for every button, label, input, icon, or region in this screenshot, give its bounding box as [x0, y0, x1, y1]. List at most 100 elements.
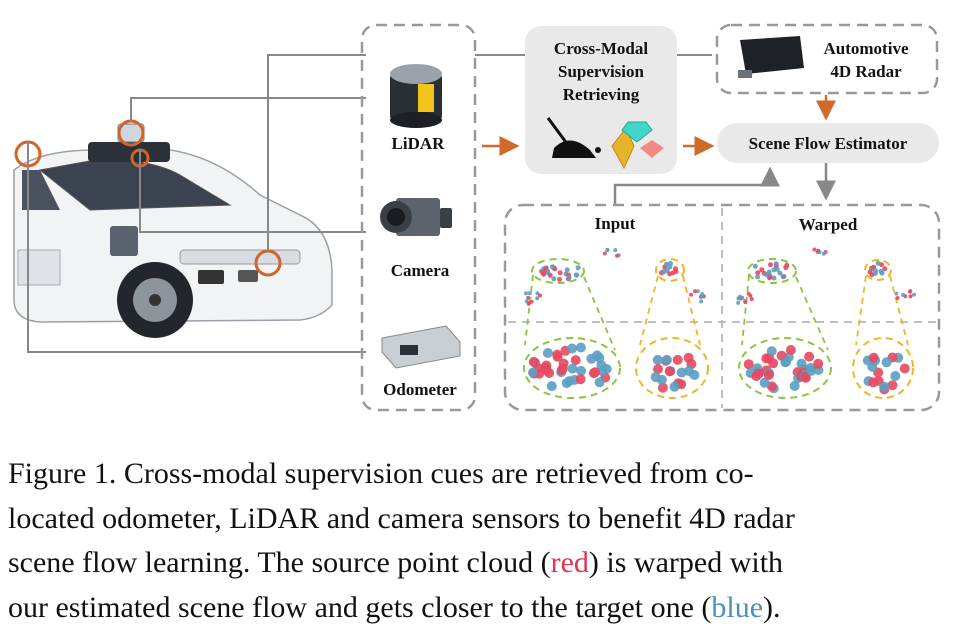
input-point	[664, 366, 675, 377]
warped-point	[743, 359, 754, 370]
caption-blue-word: blue	[711, 590, 764, 624]
input-top-green-ellipse	[531, 258, 585, 284]
caption-line-3-start: scene flow learning. The source point cl…	[8, 546, 551, 579]
warped-point	[868, 377, 879, 388]
warped-point	[771, 275, 777, 281]
warped-point	[738, 294, 742, 299]
input-point	[552, 351, 563, 362]
arrow-input-to-estimator	[613, 166, 780, 205]
zoom-guide-lines	[524, 274, 909, 351]
warped-point	[736, 300, 741, 305]
input-point	[689, 370, 700, 380]
warped-point	[873, 268, 878, 274]
vehicle-illustration	[13, 119, 333, 338]
input-point	[602, 251, 607, 256]
camera-icon	[380, 198, 452, 236]
warped-point	[785, 345, 796, 355]
input-point	[538, 293, 542, 298]
input-point	[653, 364, 663, 375]
gem-icon	[611, 121, 664, 170]
input-panel-title: Input	[595, 214, 636, 233]
input-point	[575, 342, 586, 353]
warped-point	[878, 268, 884, 274]
input-point	[575, 374, 586, 385]
warped-point	[812, 247, 817, 252]
warped-point	[887, 380, 898, 391]
input-point	[529, 299, 534, 304]
cross-modal-line-2: Supervision	[558, 62, 645, 81]
input-point	[542, 348, 553, 358]
input-point	[564, 267, 570, 273]
scene-flow-estimator-label: Scene Flow Estimator	[749, 134, 908, 153]
radar-icon	[738, 36, 804, 78]
input-bottom-yellow-ellipse	[635, 337, 709, 399]
warped-top-yellow-ellipse	[864, 259, 892, 281]
warped-point	[813, 358, 824, 369]
warped-point	[755, 270, 761, 276]
input-point	[664, 261, 670, 267]
warped-point	[908, 289, 912, 294]
caption-line-1: Figure 1. Cross-modal supervision cues a…	[8, 457, 754, 490]
input-point	[526, 295, 531, 300]
warped-point	[867, 269, 873, 275]
figure-caption: Figure 1. Cross-modal supervision cues a…	[8, 452, 958, 630]
input-point	[652, 354, 663, 365]
input-point	[693, 289, 697, 294]
warped-point	[879, 381, 890, 392]
warped-point	[796, 358, 807, 369]
radar-box	[715, 23, 939, 95]
input-point	[575, 265, 581, 271]
input-point	[661, 354, 672, 365]
input-point	[673, 266, 678, 272]
warped-point	[751, 371, 762, 381]
warped-point	[780, 274, 786, 280]
input-point	[545, 269, 550, 275]
input-point	[524, 291, 528, 296]
warped-point	[771, 267, 777, 273]
input-point	[672, 354, 683, 365]
warped-point	[899, 363, 910, 374]
caption-red-word: red	[550, 546, 589, 579]
point-cloud-panel	[503, 203, 941, 412]
input-point	[695, 289, 700, 294]
warped-point	[768, 262, 773, 268]
warped-point	[890, 371, 901, 381]
input-point	[550, 264, 555, 270]
warped-point	[759, 267, 765, 273]
odometer-label: Odometer	[383, 380, 457, 399]
scene-flow-estimator-box	[717, 123, 939, 163]
warped-point	[881, 357, 892, 368]
input-point	[596, 360, 607, 371]
warped-point	[752, 263, 758, 269]
warped-point	[759, 377, 770, 388]
input-point	[570, 355, 581, 366]
warped-point	[755, 274, 761, 280]
caption-line-2: located odometer, LiDAR and camera senso…	[8, 501, 795, 535]
cross-modal-line-3: Retrieving	[563, 85, 640, 104]
lidar-label: LiDAR	[392, 134, 446, 153]
warped-point	[868, 352, 879, 363]
input-point	[594, 377, 605, 388]
input-point	[557, 276, 562, 282]
warped-point	[882, 266, 888, 272]
input-point	[551, 276, 557, 282]
highlight-ellipses	[523, 258, 914, 399]
warped-point	[773, 261, 779, 267]
input-point	[669, 381, 680, 392]
warped-point	[781, 356, 792, 367]
input-bottom-green-ellipse	[523, 337, 621, 399]
caption-line-3-end: ) is warped with	[588, 546, 784, 579]
input-point	[615, 253, 619, 258]
warped-point	[821, 251, 826, 256]
warped-point	[901, 293, 906, 297]
input-point	[576, 365, 587, 376]
input-point	[541, 271, 547, 277]
warped-point	[761, 353, 772, 364]
input-point	[567, 363, 578, 374]
camera-label: Camera	[391, 261, 450, 280]
input-point	[700, 292, 705, 297]
input-point	[546, 381, 557, 392]
input-top-yellow-ellipse	[655, 258, 685, 282]
caption-line-4-end: ).	[763, 590, 781, 624]
radar-label-line-1: Automotive	[824, 39, 909, 58]
